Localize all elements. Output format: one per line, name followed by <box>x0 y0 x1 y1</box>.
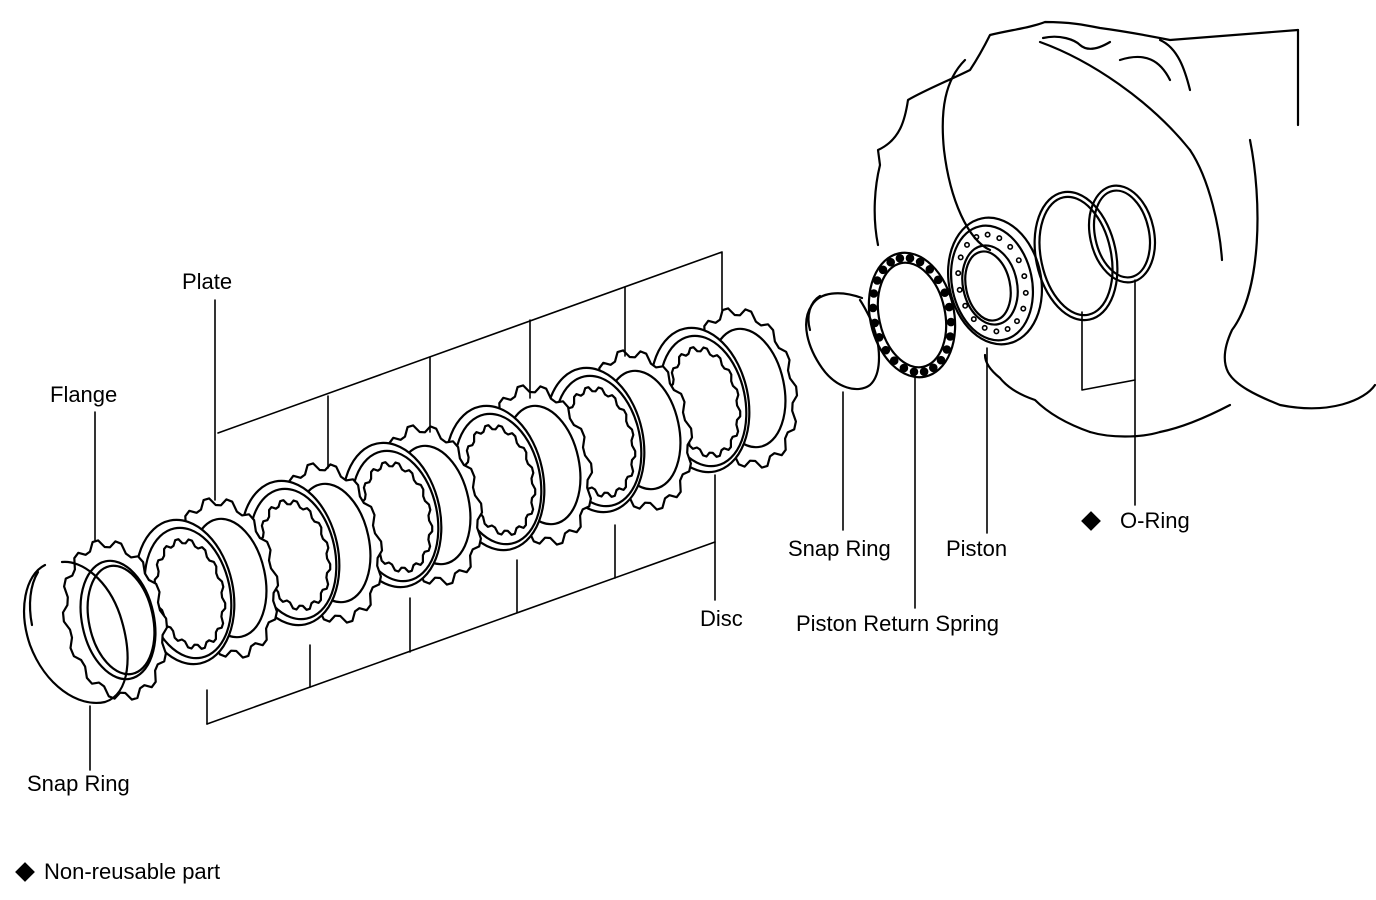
legend: Non-reusable part <box>14 860 220 884</box>
spring-coil <box>936 355 946 365</box>
spring-coil <box>944 302 954 312</box>
spring-coil <box>868 303 878 313</box>
piston-hole <box>1004 325 1011 332</box>
piston-hole <box>981 324 988 331</box>
spring-coil <box>933 275 943 285</box>
spring-coil <box>878 265 888 275</box>
piston-hole <box>1022 289 1029 296</box>
spring-coil <box>946 317 956 327</box>
piston-hole <box>955 270 962 277</box>
piston-return-spring-label: Piston Return Spring <box>796 611 999 636</box>
clutch-pack <box>61 307 799 701</box>
plate-label: Plate <box>182 269 233 294</box>
snap-ring-left-label: Snap Ring <box>27 771 130 796</box>
piston-hole <box>1013 318 1020 325</box>
spring-coil <box>886 257 896 267</box>
spring-coil <box>940 288 950 298</box>
spring-coil <box>942 345 952 354</box>
o-ring-label: O-Ring <box>1081 508 1190 533</box>
flange <box>61 539 169 701</box>
snap-ring-right-label: Snap Ring <box>788 536 891 561</box>
spring-coil <box>925 264 935 274</box>
spring-coil <box>919 367 929 377</box>
spring-coil <box>905 253 915 263</box>
spring-coil <box>945 332 955 341</box>
leader-lines <box>89 251 1136 771</box>
spring-coil <box>928 363 938 373</box>
flange-label: Flange <box>50 382 118 407</box>
spring-coil <box>881 345 891 355</box>
spring-coil <box>915 257 925 267</box>
piston-hole <box>984 231 991 238</box>
piston-hole <box>1021 273 1028 280</box>
spring-coil <box>895 253 905 263</box>
piston-hole <box>962 302 969 309</box>
piston-hole <box>1007 243 1014 250</box>
spring-coil <box>872 276 882 285</box>
piston-hole <box>957 254 964 261</box>
o-ring-label-text: O-Ring <box>1120 508 1190 533</box>
piston-return-spring <box>867 251 957 379</box>
legend-text: Non-reusable part <box>44 859 221 884</box>
piston-hole <box>1020 305 1027 312</box>
piston-hole <box>973 234 980 241</box>
disc-label: Disc <box>700 606 743 631</box>
snap-ring-right <box>805 292 880 391</box>
piston-hole <box>956 286 963 293</box>
diamond-icon <box>15 862 35 882</box>
spring-coil <box>869 289 879 298</box>
o-ring <box>1033 184 1157 322</box>
piston-hole <box>1015 257 1022 264</box>
transmission-case <box>873 20 1376 438</box>
snap-ring-left <box>23 560 129 705</box>
spring-coil <box>889 356 899 366</box>
spring-coil <box>909 367 919 377</box>
piston-hole <box>963 241 970 248</box>
diamond-icon <box>1081 511 1101 531</box>
piston-hole <box>996 235 1003 242</box>
piston-hole <box>970 316 977 323</box>
piston <box>946 216 1044 346</box>
spring-coil <box>899 363 909 373</box>
piston-hole <box>993 328 1000 335</box>
piston-label: Piston <box>946 536 1008 561</box>
